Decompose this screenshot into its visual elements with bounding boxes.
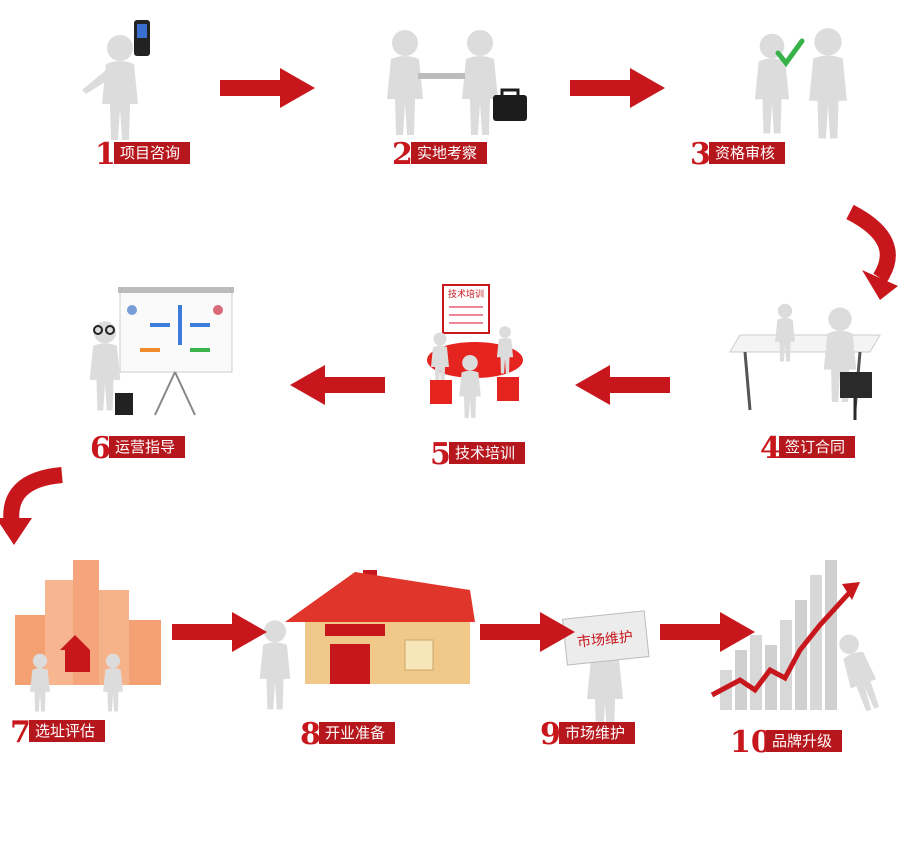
step-label: 选址评估 xyxy=(35,722,95,740)
flow-arrow-4-5 xyxy=(575,365,670,405)
handshake-illustration xyxy=(387,30,527,135)
step-number: 7 xyxy=(10,715,31,750)
step-label-bg xyxy=(109,436,185,458)
training-table-icon: 技术培训 xyxy=(427,284,523,418)
step-label-bg xyxy=(114,142,190,164)
step-label-bg xyxy=(319,722,395,744)
step-label: 开业准备 xyxy=(325,724,385,742)
step-label: 运营指导 xyxy=(115,438,175,456)
review-illustration xyxy=(754,28,847,139)
step-number: 6 xyxy=(90,431,111,466)
consult-illustration xyxy=(82,20,150,140)
step-number: 1 xyxy=(95,137,116,172)
step-number: 2 xyxy=(392,137,413,172)
curve-arrow-6-7 xyxy=(0,467,63,545)
handshake-icon xyxy=(418,73,465,79)
step-label-bg xyxy=(779,436,855,458)
step-label: 实地考察 xyxy=(417,144,477,162)
meeting-table-icon xyxy=(729,303,881,420)
step-label: 技术培训 xyxy=(455,444,515,462)
training-board-text: 技术培训 xyxy=(448,288,484,300)
sign-board-text: 市场维护 xyxy=(576,628,633,651)
step-label: 资格审核 xyxy=(715,144,775,162)
checkmark-icon xyxy=(775,38,805,68)
flow-arrow-8-9 xyxy=(480,612,575,652)
step-label: 签订合同 xyxy=(785,438,845,456)
phone-icon xyxy=(134,20,150,56)
step-label-bg xyxy=(29,720,105,742)
presentation-board-icon xyxy=(89,287,234,416)
step-number: 10 xyxy=(730,725,772,760)
sign-icon: 市场维护 xyxy=(562,610,650,735)
flow-arrow-7-8 xyxy=(172,612,267,652)
step-label: 市场维护 xyxy=(565,724,625,742)
step-label: 项目咨询 xyxy=(120,144,180,162)
step-number: 8 xyxy=(300,717,321,752)
flow-arrow-1-2 xyxy=(220,68,315,108)
step-label-bg xyxy=(709,142,785,164)
growth-chart-icon xyxy=(710,560,886,714)
step-label: 品牌升级 xyxy=(772,732,832,750)
flow-arrow-2-3 xyxy=(570,68,665,108)
step-number: 3 xyxy=(690,137,711,172)
curve-arrow-3-4 xyxy=(846,204,898,300)
flow-arrow-5-6 xyxy=(290,365,385,405)
step-label-bg xyxy=(411,142,487,164)
step-number: 9 xyxy=(540,717,561,752)
step-number: 4 xyxy=(760,431,781,466)
step-number: 5 xyxy=(430,437,451,472)
step-label-bg xyxy=(449,442,525,464)
buildings-icon xyxy=(15,560,161,712)
step-label-bg xyxy=(766,730,842,752)
step-label-bg xyxy=(559,722,635,744)
house-icon xyxy=(259,570,475,710)
flow-arrow-9-10 xyxy=(660,612,755,652)
